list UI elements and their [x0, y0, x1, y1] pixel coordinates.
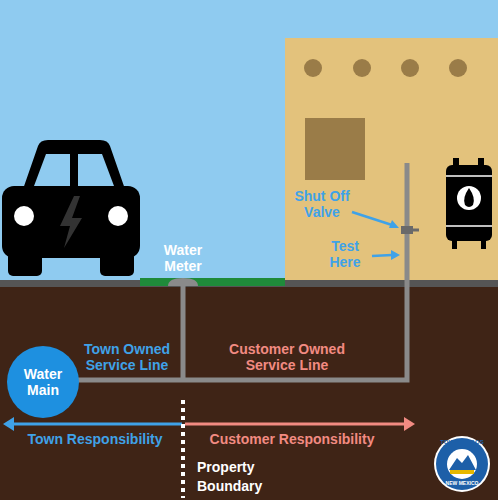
boundary-label: Property Boundary — [197, 458, 277, 496]
responsibility-arrows — [3, 417, 415, 431]
line-label: Customer Owned Service Line — [222, 341, 352, 373]
town-seal — [434, 436, 490, 492]
water-heater — [446, 158, 492, 249]
building — [285, 38, 498, 284]
meter-label: Water Meter — [153, 242, 213, 274]
car — [2, 140, 140, 276]
responsibility-label: Town Responsibility — [5, 431, 185, 447]
seal-text: TOWN of TAOS — [435, 439, 489, 446]
node-text: Water Main — [14, 366, 72, 398]
shut-off-valve — [401, 226, 419, 234]
test-label: Test Here — [321, 238, 369, 270]
property-boundary-line — [181, 400, 185, 498]
water-meter — [168, 278, 198, 286]
line-label: Town Owned Service Line — [77, 341, 177, 373]
responsibility-label: Customer Responsibility — [187, 431, 397, 447]
valve-label: Shut Off Valve — [284, 188, 360, 220]
seal-text: NEW MEXICO — [435, 480, 489, 486]
water-main-circle: Water Main — [7, 346, 79, 418]
leader-arrows — [352, 212, 400, 260]
service-line — [75, 163, 407, 380]
